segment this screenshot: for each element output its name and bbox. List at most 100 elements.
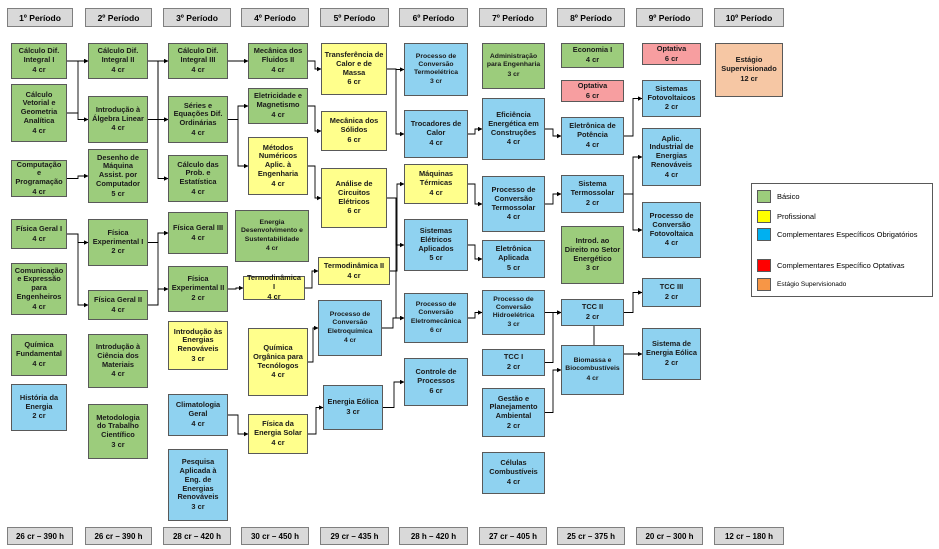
prerequisite-arrow	[228, 119, 249, 169]
period-header-2: 2º Período	[85, 8, 152, 27]
period-header-8: 8º Período	[557, 8, 625, 27]
prerequisite-arrow	[67, 58, 89, 114]
prerequisite-arrow	[545, 367, 562, 413]
prerequisite-arrow	[67, 233, 89, 308]
prerequisite-arrow	[67, 233, 89, 245]
legend: Básico Profissional Complementares Espec…	[751, 183, 933, 297]
prerequisite-arrow	[308, 105, 322, 134]
period-total-1: 26 cr – 390 h	[7, 527, 73, 545]
prerequisite-arrow	[387, 197, 405, 248]
course-energia-sustentabilidade[interactable]: Energia Desenvolvimento e Sustentabilida…	[235, 210, 309, 262]
prerequisite-arrow	[67, 112, 89, 122]
prerequisite-arrow	[382, 315, 405, 329]
period-total-6: 28 h – 420 h	[399, 527, 468, 545]
prerequisite-arrow	[148, 230, 169, 306]
prerequisite-arrow	[228, 285, 244, 291]
prerequisite-arrow	[624, 193, 643, 233]
legend-item-obrigatorios: Complementares Específicos Obrigatórios	[757, 228, 927, 241]
prerequisite-arrow	[624, 154, 643, 195]
period-header-10: 10º Período	[714, 8, 784, 27]
period-total-7: 27 cr – 405 h	[479, 527, 547, 545]
legend-swatch-estagio	[757, 278, 771, 291]
period-header-6: 6º Período	[399, 8, 468, 27]
course-comunicacao[interactable]: Comunicação e Expressão para Engenheiros…	[11, 263, 67, 315]
prerequisite-arrow	[390, 181, 405, 272]
course-aplic-industrial[interactable]: Aplic. Industrial de Energias Renováveis…	[642, 128, 701, 186]
legend-swatch-obrigatorios	[757, 228, 771, 241]
period-total-8: 25 cr – 375 h	[557, 527, 625, 545]
period-total-5: 29 cr – 435 h	[320, 527, 389, 545]
course-desenho[interactable]: Desenho de Máquina Assist. por Computado…	[88, 149, 148, 203]
period-header-4: 4º Período	[241, 8, 309, 27]
prerequisite-arrow	[308, 405, 324, 435]
prerequisite-arrow	[308, 60, 322, 72]
legend-item-optativas: Complementares Específico Optativas	[757, 259, 905, 272]
period-total-10: 12 cr – 180 h	[714, 527, 784, 545]
legend-swatch-optativas	[757, 259, 771, 272]
course-pesquisa-aplicada[interactable]: Pesquisa Aplicada à Eng. de Energias Ren…	[168, 449, 228, 521]
legend-swatch-basico	[757, 190, 771, 203]
prerequisite-arrow	[545, 128, 562, 139]
prerequisite-arrow	[228, 103, 249, 120]
period-header-7: 7º Período	[479, 8, 547, 27]
